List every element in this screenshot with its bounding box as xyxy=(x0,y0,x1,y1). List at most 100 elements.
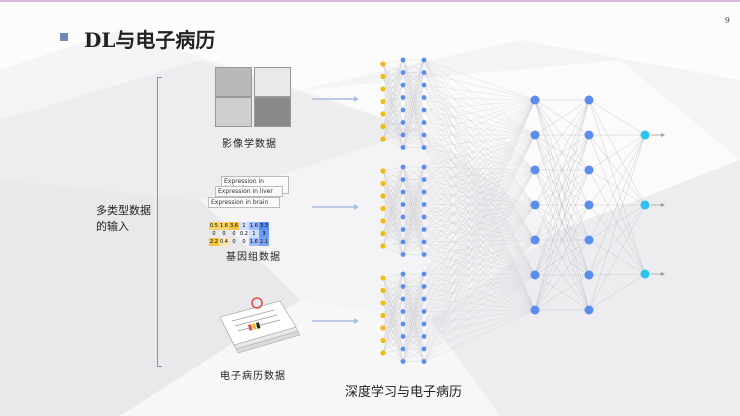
network-edge xyxy=(402,323,425,362)
network-edge xyxy=(423,134,536,325)
network-edge xyxy=(423,97,536,241)
network-edge xyxy=(382,122,404,140)
network-edge xyxy=(423,84,536,276)
network-edge xyxy=(534,99,590,276)
network-edge xyxy=(423,72,536,311)
hidden-node xyxy=(530,270,540,280)
output-node xyxy=(640,130,650,140)
network-edge xyxy=(423,239,536,350)
hidden-node xyxy=(421,321,427,327)
hidden-node xyxy=(584,130,594,140)
input-node xyxy=(380,325,386,331)
hidden-node xyxy=(400,227,406,232)
network-edge xyxy=(423,72,536,101)
network-edge xyxy=(402,298,425,362)
network-edge xyxy=(382,273,404,329)
hidden-node xyxy=(400,252,406,257)
network-edge xyxy=(423,122,536,241)
hidden-node xyxy=(421,82,427,88)
network-edge xyxy=(588,134,646,206)
network-edge xyxy=(423,274,536,325)
hidden-node xyxy=(421,296,427,302)
network-edge xyxy=(423,274,536,362)
network-edge xyxy=(423,134,536,218)
network-edge xyxy=(402,166,425,255)
network-edge xyxy=(588,134,646,276)
network-edge xyxy=(423,309,536,325)
network-edge xyxy=(423,134,536,243)
network-edge xyxy=(382,191,404,247)
network-edge xyxy=(423,134,536,193)
network-edge xyxy=(423,191,536,206)
network-edge xyxy=(402,72,425,148)
hidden-node xyxy=(400,82,406,88)
network-edge xyxy=(423,166,536,206)
network-edge xyxy=(423,204,536,300)
network-edge xyxy=(588,99,646,136)
hidden-node xyxy=(421,334,427,339)
network-edge xyxy=(423,122,536,136)
gene-data-label: 基因组数据 xyxy=(226,252,281,263)
network-edge xyxy=(423,84,536,101)
input-node xyxy=(380,218,386,224)
network-edge xyxy=(423,169,536,337)
hidden-node xyxy=(400,346,406,352)
network-edge xyxy=(423,99,536,325)
network-edge xyxy=(382,97,404,140)
top-accent-bar xyxy=(0,0,740,2)
hidden-node xyxy=(400,177,406,182)
network-edge xyxy=(423,99,536,218)
network-edge xyxy=(402,273,425,300)
network-edge xyxy=(534,99,590,136)
network-edge xyxy=(423,97,536,101)
network-edge xyxy=(423,204,536,243)
hidden-node xyxy=(400,321,406,327)
network-edge xyxy=(423,274,536,300)
network-edge xyxy=(382,59,404,127)
network-edge xyxy=(423,109,536,276)
network-edge xyxy=(402,59,425,86)
network-edge xyxy=(402,134,425,148)
network-edge xyxy=(402,273,425,287)
network-edge xyxy=(423,241,536,276)
network-edge xyxy=(534,134,590,311)
hidden-node xyxy=(400,95,406,100)
network-edge xyxy=(423,169,536,362)
input-node xyxy=(380,98,386,105)
input-node xyxy=(380,73,386,80)
network-edge xyxy=(423,229,536,241)
network-edge xyxy=(423,204,536,337)
network-edge xyxy=(423,99,536,136)
hidden-node xyxy=(421,346,427,352)
network-edge xyxy=(382,273,404,316)
network-edge xyxy=(423,274,536,312)
network-edge xyxy=(382,109,404,140)
hidden-node xyxy=(530,200,540,210)
hidden-node xyxy=(400,334,406,339)
network-edge xyxy=(382,298,404,354)
network-edge xyxy=(423,216,536,241)
network-edge xyxy=(423,254,536,311)
network-edge xyxy=(382,286,404,354)
hidden-node xyxy=(530,130,540,140)
network-edge xyxy=(423,229,536,311)
network-edge xyxy=(423,97,536,206)
network-edge xyxy=(423,99,536,148)
network-edge xyxy=(382,59,404,90)
network-edge xyxy=(382,229,404,247)
network-edge xyxy=(382,352,404,362)
hidden-node xyxy=(530,165,540,175)
network-edge xyxy=(402,204,425,255)
network-edge xyxy=(423,134,536,276)
title-bullet xyxy=(60,33,68,41)
network-edge xyxy=(382,59,404,115)
network-edge xyxy=(382,84,404,140)
network-edge xyxy=(423,99,536,243)
hidden-node xyxy=(421,120,427,125)
hidden-node xyxy=(400,164,406,170)
network-edge xyxy=(402,273,425,362)
network-edge xyxy=(402,216,425,255)
network-edge xyxy=(423,239,536,362)
network-edge xyxy=(534,99,590,206)
